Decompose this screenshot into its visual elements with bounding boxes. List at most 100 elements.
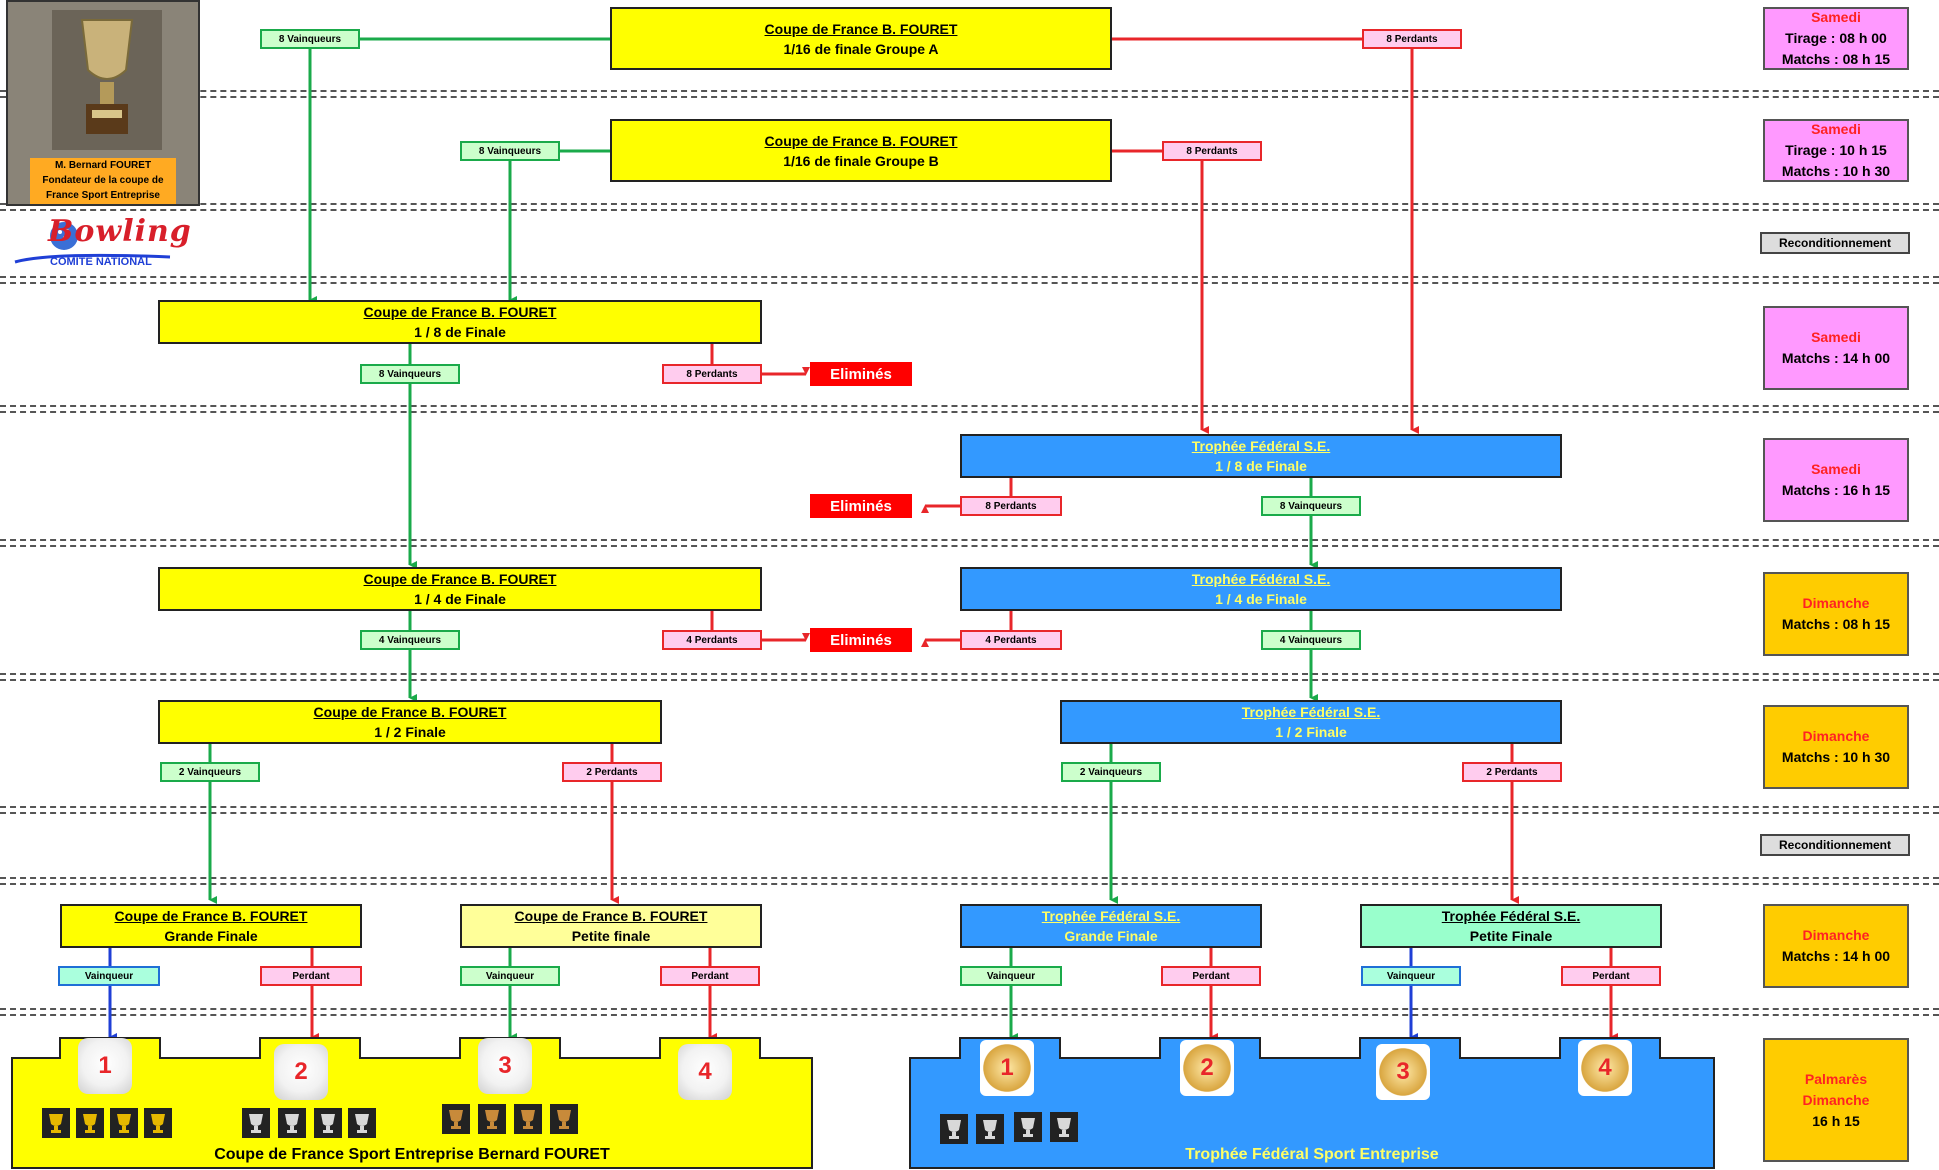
schedule-day: Palmarès <box>1804 1070 1868 1087</box>
schedule-line: 16 h 15 <box>1812 1112 1860 1129</box>
box-title: Coupe de France B. FOURET <box>764 132 958 149</box>
box-subtitle: 1/16 de finale Groupe A <box>783 40 939 57</box>
losers-tag: 8 Perdants <box>1362 29 1462 49</box>
tf-semi-box: Trophée Fédéral S.E. 1 / 2 Finale <box>1060 700 1562 744</box>
caption-line: M. Bernard FOURET <box>54 160 152 171</box>
box-title: Trophée Fédéral S.E. <box>1041 908 1181 924</box>
bowling-ball-icon <box>14 222 171 264</box>
box-subtitle: Petite finale <box>571 928 651 944</box>
tf-small-final-box: Trophée Fédéral S.E. Petite Finale <box>1360 904 1662 948</box>
gold-cup-icon <box>110 1108 138 1138</box>
box-subtitle: 1 / 2 Finale <box>1275 724 1347 740</box>
place-4-medal: 4 <box>1578 1040 1632 1096</box>
caption-line: France Sport Entreprise <box>46 190 160 201</box>
cf-eighth-box: Coupe de France B. FOURET 1 / 8 de Final… <box>158 300 762 344</box>
silver-cup-icon <box>242 1108 270 1138</box>
schedule-line: Matchs : 08 h 15 <box>1781 51 1891 67</box>
bronze-cup-icon <box>514 1104 542 1134</box>
separator <box>0 877 1939 885</box>
box-subtitle: Grande Finale <box>164 928 258 944</box>
schedule-day: Dimanche <box>1802 927 1870 943</box>
schedule-line: Matchs : 10 h 30 <box>1781 749 1891 765</box>
cf-podium <box>11 1037 813 1169</box>
schedule-cell: Samedi Tirage : 10 h 15 Matchs : 10 h 30 <box>1763 119 1909 182</box>
box-title: Trophée Fédéral S.E. <box>1191 438 1331 454</box>
loser-tag: Perdant <box>1561 966 1661 986</box>
winners-tag: 8 Vainqueurs <box>360 364 460 384</box>
schedule-line: Matchs : 10 h 30 <box>1781 163 1891 179</box>
winners-tag: 2 Vainqueurs <box>160 762 260 782</box>
trophy-photo-icon <box>52 10 162 150</box>
losers-tag: 2 Perdants <box>1462 762 1562 782</box>
schedule-day: Dimanche <box>1802 728 1870 744</box>
schedule-day: Samedi <box>1811 9 1861 25</box>
schedule-day: Dimanche <box>1802 595 1870 611</box>
schedule-day: Samedi <box>1811 121 1861 137</box>
silver-cup-icon <box>940 1114 968 1144</box>
cf-podium-label: Coupe de France Sport Entreprise Bernard… <box>214 1146 610 1163</box>
separator <box>0 539 1939 547</box>
tf-eighth-box: Trophée Fédéral S.E. 1 / 8 de Finale <box>960 434 1562 478</box>
tf-podium-label: Trophée Fédéral Sport Entreprise <box>1185 1146 1439 1163</box>
cf-small-final-box: Coupe de France B. FOURET Petite finale <box>460 904 762 948</box>
separator <box>0 90 1939 98</box>
cf-group-b-box: Coupe de France B. FOURET 1/16 de finale… <box>610 119 1112 182</box>
schedule-line: Tirage : 10 h 15 <box>1785 142 1887 158</box>
schedule-line: Matchs : 08 h 15 <box>1781 616 1891 632</box>
gold-cup-icon <box>76 1108 104 1138</box>
place-3-medal: 3 <box>478 1038 532 1094</box>
bronze-cup-icon <box>550 1104 578 1134</box>
silver-cup-icon <box>278 1108 306 1138</box>
cf-group-a-box: Coupe de France B. FOURET 1/16 de finale… <box>610 7 1112 70</box>
box-subtitle: 1 / 8 de Finale <box>1215 458 1307 474</box>
tf-grand-final-box: Trophée Fédéral S.E. Grande Finale <box>960 904 1262 948</box>
reconditioning-label: Reconditionnement <box>1760 834 1910 856</box>
separator <box>0 203 1939 211</box>
box-subtitle: 1 / 4 de Finale <box>414 591 506 607</box>
founder-photo: M. Bernard FOURET Fondateur de la coupe … <box>6 0 200 206</box>
separator <box>0 1008 1939 1016</box>
schedule-line: Tirage : 08 h 00 <box>1785 30 1887 46</box>
reconditioning-label: Reconditionnement <box>1760 232 1910 254</box>
separator <box>0 673 1939 681</box>
loser-tag: Perdant <box>660 966 760 986</box>
box-title: Trophée Fédéral S.E. <box>1241 704 1381 720</box>
tf-quarter-box: Trophée Fédéral S.E. 1 / 4 de Finale <box>960 567 1562 611</box>
schedule-cell: Palmarès Dimanche 16 h 15 <box>1763 1038 1909 1162</box>
separator <box>0 806 1939 814</box>
box-title: Coupe de France B. FOURET <box>514 908 708 924</box>
loser-tag: Perdant <box>260 966 362 986</box>
losers-tag: 2 Perdants <box>562 762 662 782</box>
winner-tag: Vainqueur <box>1361 966 1461 986</box>
winners-tag: 4 Vainqueurs <box>360 630 460 650</box>
schedule-day: Samedi <box>1811 329 1861 345</box>
photo-caption: M. Bernard FOURET Fondateur de la coupe … <box>30 158 176 204</box>
box-title: Trophée Fédéral S.E. <box>1191 571 1331 587</box>
winners-tag: 2 Vainqueurs <box>1061 762 1161 782</box>
silver-cup-icon <box>976 1114 1004 1144</box>
winners-tag: 8 Vainqueurs <box>260 29 360 49</box>
separator <box>0 405 1939 413</box>
winner-tag: Vainqueur <box>960 966 1062 986</box>
box-subtitle: 1 / 8 de Finale <box>414 324 506 340</box>
loser-tag: Perdant <box>1161 966 1261 986</box>
schedule-line: Matchs : 14 h 00 <box>1781 948 1891 964</box>
winner-tag: Vainqueur <box>58 966 160 986</box>
box-title: Coupe de France B. FOURET <box>313 704 507 720</box>
eliminated-label: Eliminés <box>810 628 912 652</box>
schedule-cell: Dimanche Matchs : 10 h 30 <box>1763 705 1909 789</box>
silver-cup-icon <box>314 1108 342 1138</box>
caption-line: Fondateur de la coupe de <box>42 175 164 186</box>
box-title: Coupe de France B. FOURET <box>764 20 958 37</box>
place-4-medal: 4 <box>678 1044 732 1100</box>
place-2-medal: 2 <box>1180 1040 1234 1096</box>
place-1-medal: 1 <box>980 1040 1034 1096</box>
winners-tag: 4 Vainqueurs <box>1261 630 1361 650</box>
eliminated-label: Eliminés <box>810 494 912 518</box>
box-subtitle: 1 / 2 Finale <box>374 724 446 740</box>
losers-tag: 4 Perdants <box>960 630 1062 650</box>
cf-semi-box: Coupe de France B. FOURET 1 / 2 Finale <box>158 700 662 744</box>
schedule-cell: Samedi Matchs : 16 h 15 <box>1763 438 1909 522</box>
bronze-cup-icon <box>442 1104 470 1134</box>
gold-cup-icon <box>144 1108 172 1138</box>
